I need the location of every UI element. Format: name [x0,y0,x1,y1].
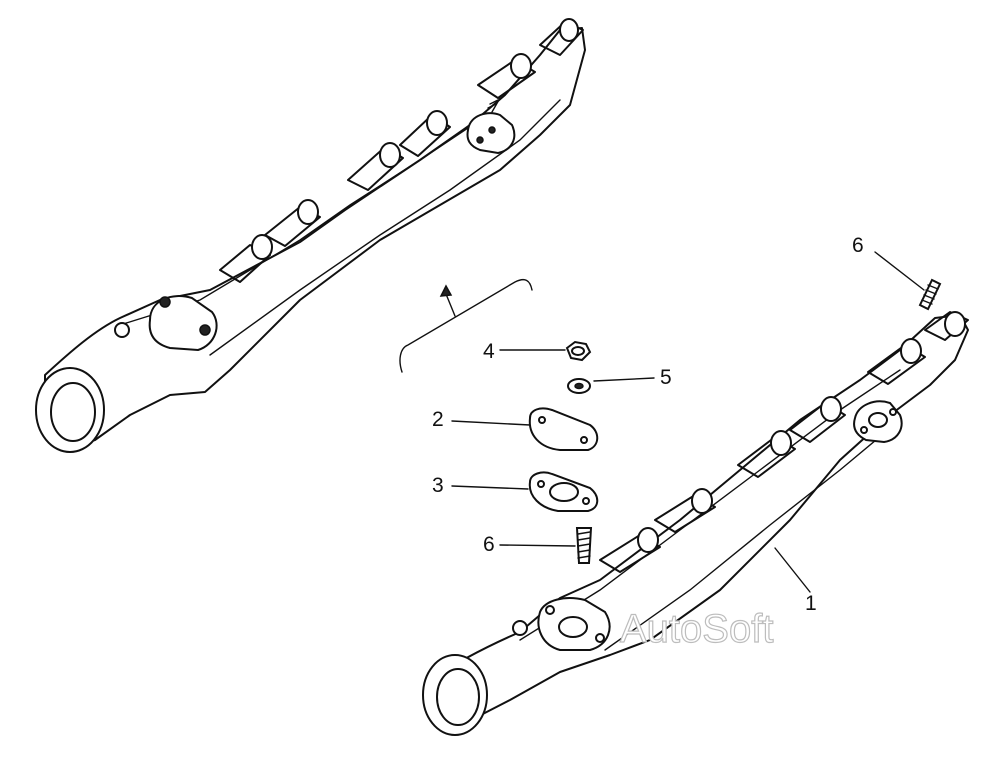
watermark: AutoSoft [620,607,773,651]
part-5-washer [567,378,591,394]
port-u6 [539,18,584,56]
port-u5 [477,53,536,99]
callout-1: 1 [805,592,817,615]
port-l4 [789,396,846,443]
callout-4: 4 [483,340,495,363]
cover-plate-assembled-inlet [114,295,218,352]
flange-pad-top [853,400,903,444]
port-u3 [347,142,404,191]
port-l6 [924,311,969,341]
part-2-cover-plate [528,407,599,451]
port-l5 [867,338,926,385]
port-l2 [654,488,716,533]
manifold-assembled-upper [35,18,586,453]
callout-3: 3 [432,474,444,497]
port-u1 [219,234,273,283]
callout-6-upper: 6 [852,234,864,257]
part-4-nut [565,340,592,362]
manifold-exploded-lower [422,311,969,736]
callout-5: 5 [660,366,672,389]
leader-lines [451,251,925,593]
part-3-gasket [528,471,599,512]
cover-plate-assembled-top [466,97,516,155]
callout-6-lower: 6 [483,533,495,556]
port-u4 [399,110,451,157]
assembly-bracket [399,278,533,373]
part-6-stud-upper [918,278,942,311]
part-6-stud-lower [575,527,593,564]
callout-2: 2 [432,408,444,431]
port-l1 [599,527,661,573]
flange-pad-inlet [512,597,611,651]
port-u2 [264,199,321,247]
port-l3 [737,430,796,478]
